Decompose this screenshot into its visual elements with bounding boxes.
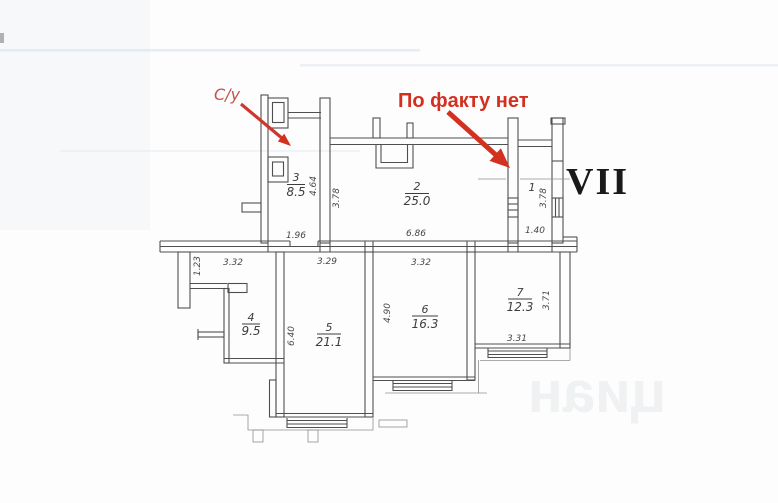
- watermark-text: циан: [528, 360, 667, 425]
- dim-room6-width: 3.32: [411, 258, 431, 268]
- dim-room3-height: 4.64: [309, 176, 319, 196]
- dim-room5-height: 6.40: [287, 326, 297, 346]
- dim-room4-width: 3.32: [223, 258, 243, 268]
- dim-room3-width: 1.96: [286, 231, 306, 241]
- room-7-area: 12.3: [507, 300, 534, 314]
- room-7-number: 7: [517, 286, 524, 299]
- room-2-area: 25.0: [404, 194, 431, 208]
- room-3-area: 8.5: [286, 185, 305, 199]
- dim-room1-height: 3.78: [539, 188, 549, 208]
- section-numeral: VII: [566, 161, 629, 203]
- walls: [159, 94, 578, 443]
- scan-artifacts: [0, 0, 778, 230]
- dim-room4-offset: 1.23: [193, 256, 203, 276]
- room-3-number: 3: [293, 171, 300, 184]
- dim-room6-height: 4.90: [383, 303, 393, 323]
- room-1-walls: [478, 117, 570, 244]
- room-5-walls: [233, 251, 408, 443]
- watermark: циан: [528, 360, 667, 425]
- room-6-area: 16.3: [412, 317, 439, 331]
- dim-room2-height: 3.78: [332, 188, 342, 208]
- room-5-number: 5: [326, 321, 333, 334]
- annotation-su-label: С/у: [214, 85, 241, 104]
- dimension-labels: 1.96 6.86 1.40 3.32 3.29 3.32 3.31 4.64 …: [193, 176, 552, 346]
- room-6-walls: [373, 251, 487, 394]
- dim-room1-width: 1.40: [525, 226, 545, 236]
- room-1-number: 1: [529, 181, 536, 194]
- dim-room2-width: 6.86: [406, 229, 426, 239]
- room-3-walls: [241, 94, 331, 244]
- room-2-walls: [330, 117, 519, 244]
- room-5-area: 21.1: [316, 335, 343, 349]
- red-annotations: С/у По факту нет: [214, 85, 529, 168]
- room-2-number: 2: [414, 180, 421, 193]
- fact-arrow: [446, 110, 510, 168]
- dim-room7-width: 3.31: [507, 334, 527, 344]
- divider-wall: [159, 236, 578, 253]
- annotation-fact-label: По факту нет: [398, 90, 529, 112]
- dim-room5-width: 3.29: [317, 257, 337, 267]
- dim-room7-height: 3.71: [542, 290, 552, 310]
- room-4-area: 9.5: [241, 324, 260, 338]
- room-6-number: 6: [422, 303, 429, 316]
- room-labels: 3 8.5 2 25.0 1 4 9.5 5 21.1 6 16.3 7 12.…: [241, 171, 535, 349]
- room-4-number: 4: [248, 311, 255, 324]
- room-7-walls: [475, 251, 571, 361]
- room-4-walls: [177, 251, 284, 364]
- su-arrow: [239, 102, 291, 146]
